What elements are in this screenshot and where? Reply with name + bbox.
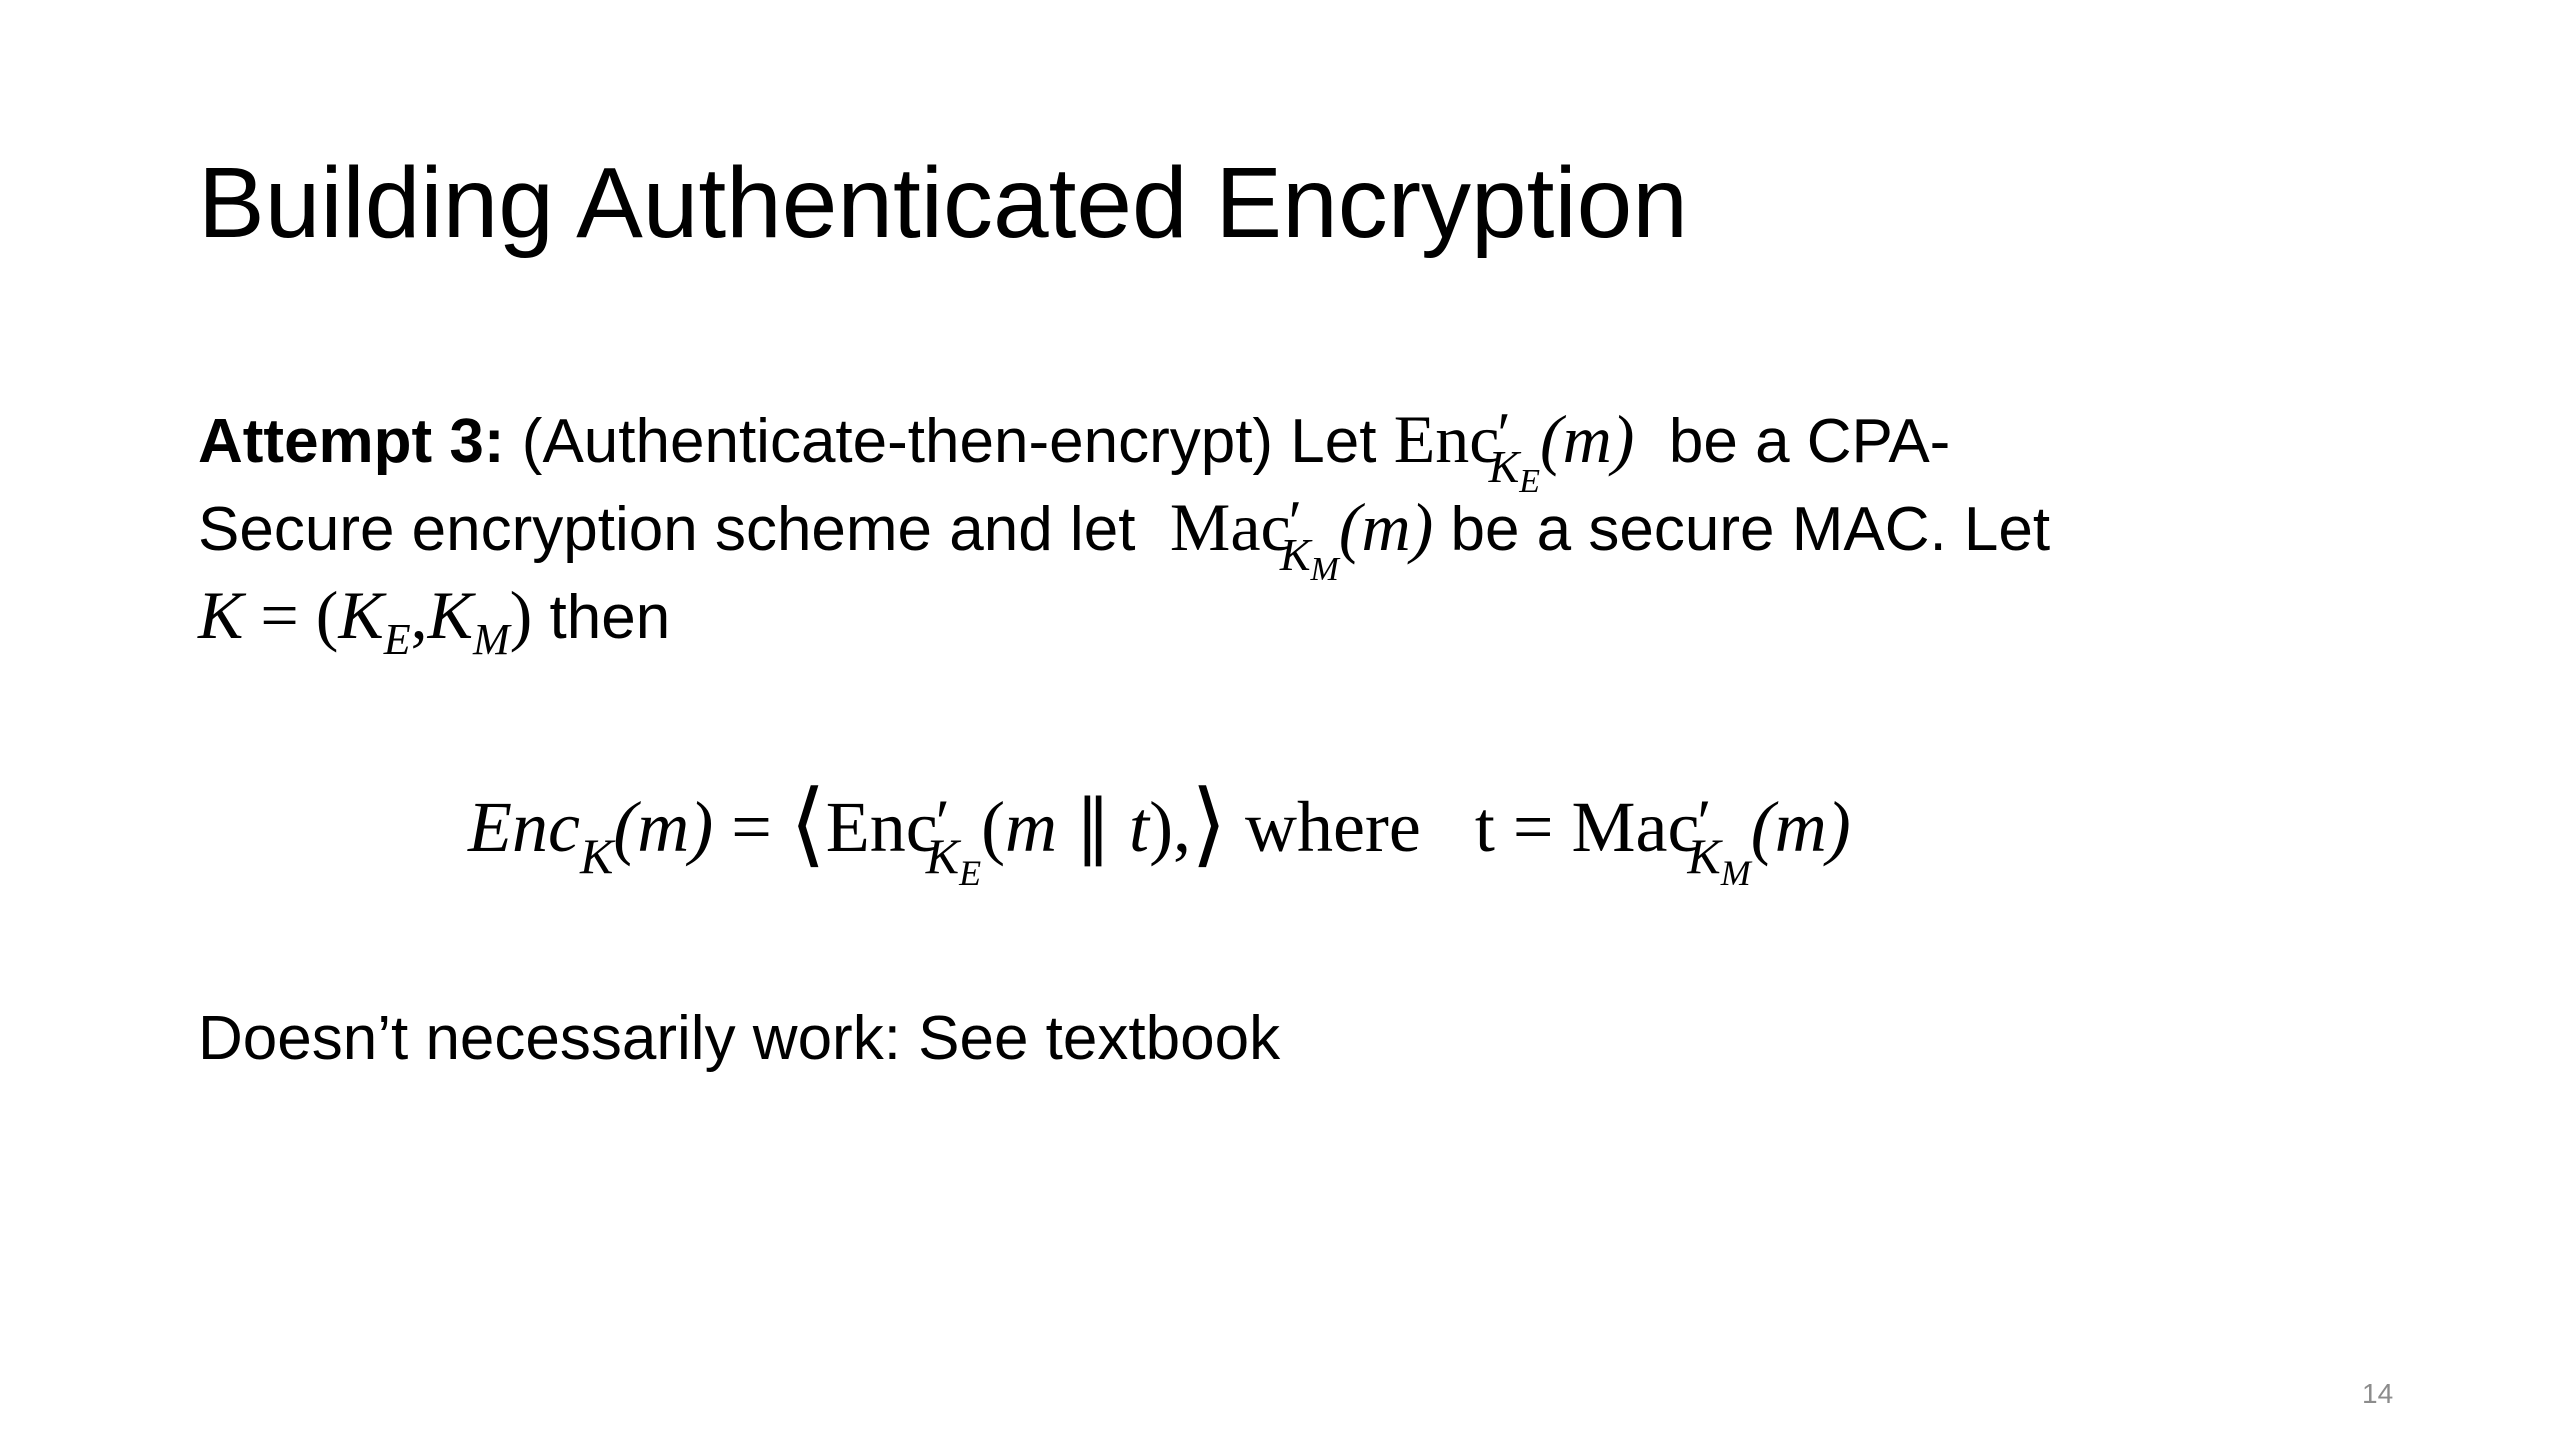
- mac-arg: (m): [1338, 489, 1434, 565]
- enc-arg: (m): [1540, 401, 1635, 477]
- formula-close-angle: ⟩: [1191, 773, 1227, 875]
- enc-prime-expression: Enc′KE(m): [1393, 401, 1635, 500]
- formula-enc-key-sub: KE: [925, 828, 981, 893]
- after-enc-text: be a CPA-: [1668, 407, 1951, 476]
- formula-mac-key-sub: KM: [1687, 828, 1750, 893]
- formula-where: where: [1244, 787, 1421, 867]
- formula-inner-close: ),: [1149, 787, 1192, 867]
- mac-name: Mac: [1169, 489, 1291, 565]
- attempt-line-2: Secure encryption scheme and let Mac′KM(…: [198, 483, 2378, 588]
- formula-mac-arg: (m): [1750, 787, 1851, 867]
- formula-enc-name: Enc: [825, 787, 938, 867]
- formula-enc-key-letter: K: [925, 828, 960, 884]
- key-def-km-letter: K: [427, 577, 473, 653]
- mac-key-subscript: M: [1310, 551, 1339, 588]
- enc-name: Enc: [1393, 401, 1500, 477]
- key-definition: K = (KE,KM): [198, 577, 533, 664]
- formula-enc-lhs: Enc: [468, 787, 580, 867]
- attempt-paragraph: Attempt 3: (Authenticate-then-encrypt) L…: [198, 395, 2378, 664]
- formula-lhs-sub: K: [579, 828, 614, 884]
- mac-prime: ′: [1288, 489, 1302, 555]
- mac-key-letter: K: [1279, 529, 1311, 580]
- note-text: Doesn’t necessarily work: See textbook: [198, 1004, 1281, 1073]
- key-def-comma: ,: [410, 577, 428, 653]
- mac-key-sub: KM: [1279, 529, 1339, 588]
- construction-formula: EncK(m) = ⟨Enc′KE(m ∥ t),⟩ where t = Mac…: [468, 770, 1851, 893]
- key-def-km-sub: M: [472, 615, 510, 664]
- formula-mac-key-letter: K: [1687, 828, 1721, 884]
- key-def-eq: =: [260, 577, 299, 653]
- formula-inner-open: (: [981, 787, 1006, 867]
- mac-prime-expression: Mac′KM(m): [1169, 489, 1434, 588]
- enc-key-sub: KE: [1488, 441, 1540, 500]
- key-def-close: ): [509, 577, 533, 653]
- formula-mac-prime: ′: [1697, 786, 1712, 857]
- slide-title: Building Authenticated Encryption: [198, 147, 1688, 259]
- line2-start-text: Secure encryption scheme and let: [198, 495, 1136, 564]
- attempt-line-3: K = (KE,KM) then: [198, 571, 2378, 664]
- formula-enc-key-subscript: E: [959, 853, 982, 893]
- key-def-open: (: [315, 577, 339, 653]
- formula-inner-m: m: [1005, 787, 1058, 867]
- formula-t-var: t: [1474, 787, 1495, 867]
- formula-concat: ∥: [1075, 787, 1112, 867]
- enc-key-subscript: E: [1519, 463, 1541, 500]
- formula-enc-prime: ′: [935, 786, 950, 857]
- after-mac-text: be a secure MAC. Let: [1450, 495, 2051, 564]
- then-text: then: [549, 583, 671, 652]
- key-def-lhs: K: [198, 577, 244, 653]
- enc-prime: ′: [1497, 401, 1511, 467]
- key-def-ke-sub: E: [383, 615, 411, 664]
- enc-key-letter: K: [1488, 441, 1520, 492]
- formula-equals: =: [731, 787, 772, 867]
- formula-inner-t: t: [1129, 787, 1150, 867]
- formula-mac-key-subscript: M: [1720, 853, 1751, 893]
- attempt-label: Attempt 3:: [198, 407, 505, 476]
- page-number: 14: [2362, 1378, 2394, 1409]
- attempt-intro: (Authenticate-then-encrypt) Let: [521, 407, 1377, 476]
- formula-t-equals: =: [1512, 787, 1554, 867]
- formula-mac-name: Mac: [1571, 787, 1700, 867]
- formula-lhs-arg: (m): [613, 787, 714, 867]
- formula-open-angle: ⟨: [789, 773, 826, 875]
- key-def-ke-letter: K: [338, 577, 384, 653]
- attempt-line-1: Attempt 3: (Authenticate-then-encrypt) L…: [198, 395, 2378, 500]
